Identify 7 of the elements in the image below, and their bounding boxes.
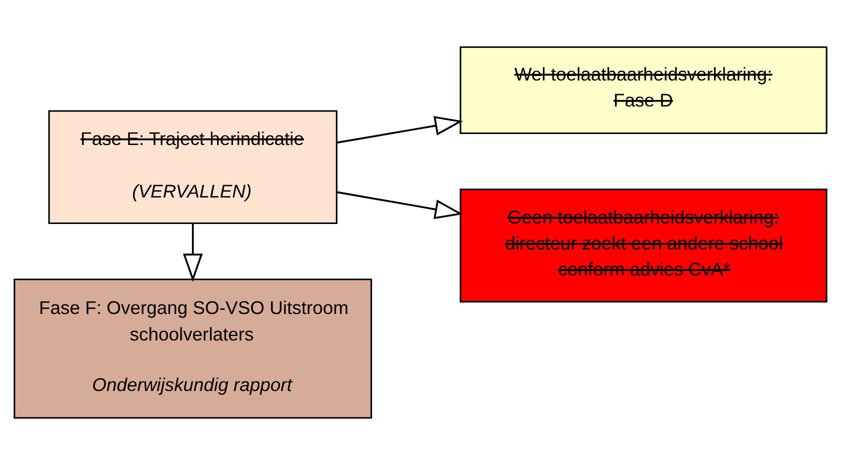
arrow [337,116,464,144]
node-box: Fase F: Overgang SO-VSO Uitstroom schoolverlaters Onderwijskundig rapport [14,278,372,419]
node-box: Geen toelaatbaarheidsverklaring: directeur zoekt een andere school conform advies CvA* [460,188,828,302]
arrow [337,191,464,220]
arrow [182,224,203,282]
node-box: Fase E: Traject herindicatie (VERVALLEN) [48,110,338,224]
node-box: Wel toelaatbaarheidsverklaring: Fase D [460,46,828,134]
